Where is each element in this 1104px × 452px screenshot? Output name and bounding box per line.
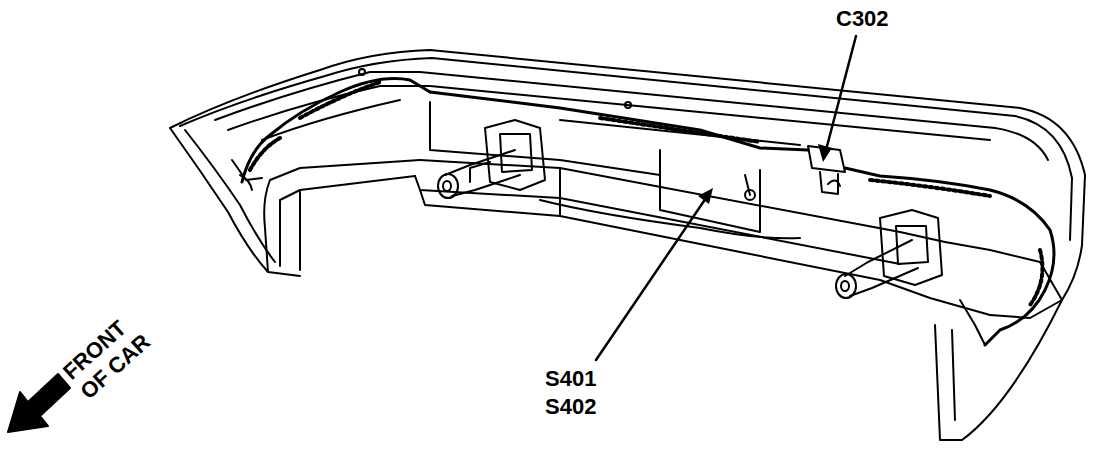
splice-callout: S401 — [545, 366, 596, 392]
direction-label: FRONT OF CAR — [58, 304, 161, 404]
connector-callout: C302 — [836, 6, 889, 32]
splice-callout: S402 — [545, 394, 596, 420]
